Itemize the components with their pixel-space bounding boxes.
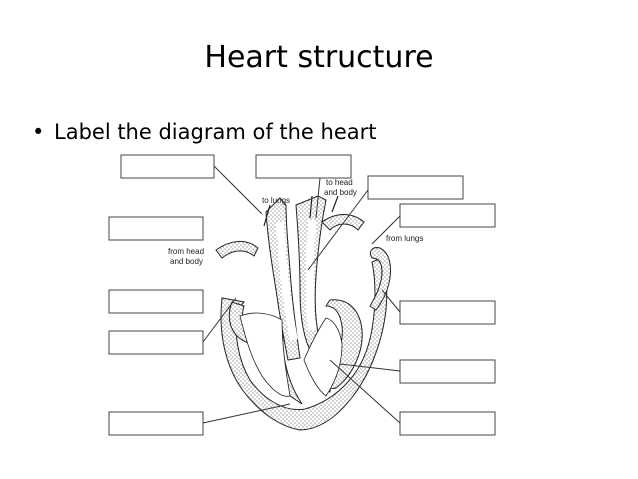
label-box-5[interactable] <box>108 216 204 241</box>
bullet-item: • Label the diagram of the heart <box>32 120 377 144</box>
chamber-left <box>239 312 291 397</box>
label-box-8[interactable] <box>108 330 204 355</box>
stub-lungs <box>263 204 271 227</box>
annotation-from-lungs: from lungs <box>386 234 423 243</box>
label-box-7[interactable] <box>399 300 496 325</box>
pulmonary-vein <box>369 247 391 311</box>
bullet-text: Label the diagram of the heart <box>54 120 377 144</box>
stub-head <box>309 195 313 219</box>
bullet-dot: • <box>32 120 45 144</box>
label-box-3[interactable] <box>367 175 464 200</box>
label-box-6[interactable] <box>108 289 204 314</box>
label-box-4[interactable] <box>399 203 496 228</box>
label-box-1[interactable] <box>120 154 215 179</box>
stub-arrow <box>331 195 339 213</box>
vena-cava <box>215 241 259 259</box>
label-box-2[interactable] <box>255 154 352 179</box>
label-box-9[interactable] <box>399 359 496 384</box>
aortic-arch <box>321 214 365 231</box>
leader-lines <box>202 165 401 424</box>
annotation-to-head-1: to head <box>326 178 353 187</box>
label-box-11[interactable] <box>399 411 496 436</box>
annotation-to-head-2: and body <box>324 188 357 197</box>
annotation-from-head-1: from head <box>168 247 204 256</box>
annotation-from-head-2: and body <box>170 257 203 266</box>
chamber-right <box>303 317 343 397</box>
annotation-to-lungs: to lungs <box>262 196 290 205</box>
pulmonary-inner <box>276 221 298 341</box>
aorta-inner <box>305 219 316 331</box>
page-title: Heart structure <box>204 40 434 75</box>
label-boxes <box>108 154 496 436</box>
label-box-10[interactable] <box>108 411 204 436</box>
